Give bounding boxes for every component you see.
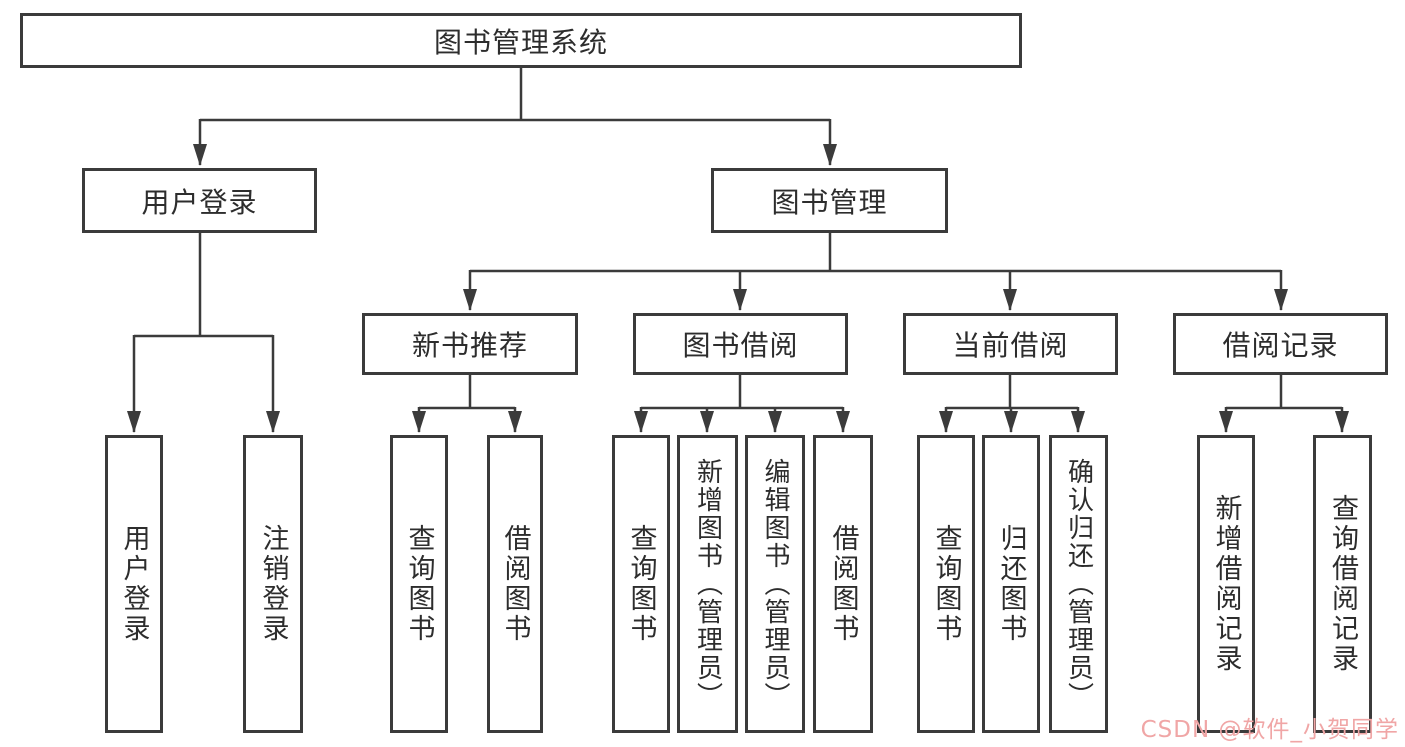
node-user-login-branch-label: 用户登录 [141,185,258,219]
leaf-confirm-return-admin: 确认归还（管理员） [1049,435,1108,733]
leaf-query-books-newbook-label: 查询图书 [403,524,435,644]
leaf-borrow-books-newbook-label: 借阅图书 [499,524,531,644]
leaf-query-books-current-label: 查询图书 [930,524,962,644]
node-current-borrow-label: 当前借阅 [952,329,1069,362]
leaf-add-book-admin-label: 新增图书（管理员） [692,458,723,710]
leaf-query-books-newbook: 查询图书 [390,435,448,733]
node-book-borrow-module: 图书借阅 [633,313,848,375]
node-user-login-branch: 用户登录 [82,168,317,233]
leaf-query-books-borrow-label: 查询图书 [625,524,657,644]
leaf-query-borrow-record-label: 查询借阅记录 [1327,494,1358,674]
leaf-return-books: 归还图书 [982,435,1040,733]
leaf-confirm-return-admin-label: 确认归还（管理员） [1063,458,1094,710]
node-book-borrow-label: 图书借阅 [682,329,799,362]
leaf-query-books-borrow: 查询图书 [612,435,670,733]
node-root-system: 图书管理系统 [20,13,1022,68]
node-new-book-label: 新书推荐 [411,329,528,362]
leaf-return-books-label: 归还图书 [995,524,1027,644]
leaf-edit-book-admin: 编辑图书（管理员） [745,435,805,733]
leaf-borrow-books-borrow: 借阅图书 [813,435,873,733]
node-book-mgmt-branch-label: 图书管理 [771,185,888,219]
leaf-user-login-label: 用户登录 [118,524,150,644]
leaf-edit-book-admin-label: 编辑图书（管理员） [760,458,790,710]
node-borrow-record-module: 借阅记录 [1173,313,1388,375]
watermark-text: CSDN @软件_小贺同学 [1140,717,1399,743]
node-current-borrow-module: 当前借阅 [903,313,1118,375]
leaf-query-books-current: 查询图书 [917,435,975,733]
leaf-logout: 注销登录 [243,435,303,733]
leaf-user-login: 用户登录 [105,435,163,733]
leaf-add-borrow-record-label: 新增借阅记录 [1210,494,1242,674]
leaf-add-book-admin: 新增图书（管理员） [677,435,738,733]
leaf-query-borrow-record: 查询借阅记录 [1313,435,1372,733]
node-book-mgmt-branch: 图书管理 [711,168,948,233]
node-new-book-module: 新书推荐 [362,313,578,375]
leaf-logout-label: 注销登录 [257,524,289,644]
node-root-label: 图书管理系统 [433,25,608,59]
leaf-borrow-books-borrow-label: 借阅图书 [827,524,859,644]
leaf-borrow-books-newbook: 借阅图书 [487,435,543,733]
leaf-add-borrow-record: 新增借阅记录 [1197,435,1255,733]
node-borrow-record-label: 借阅记录 [1222,329,1339,362]
